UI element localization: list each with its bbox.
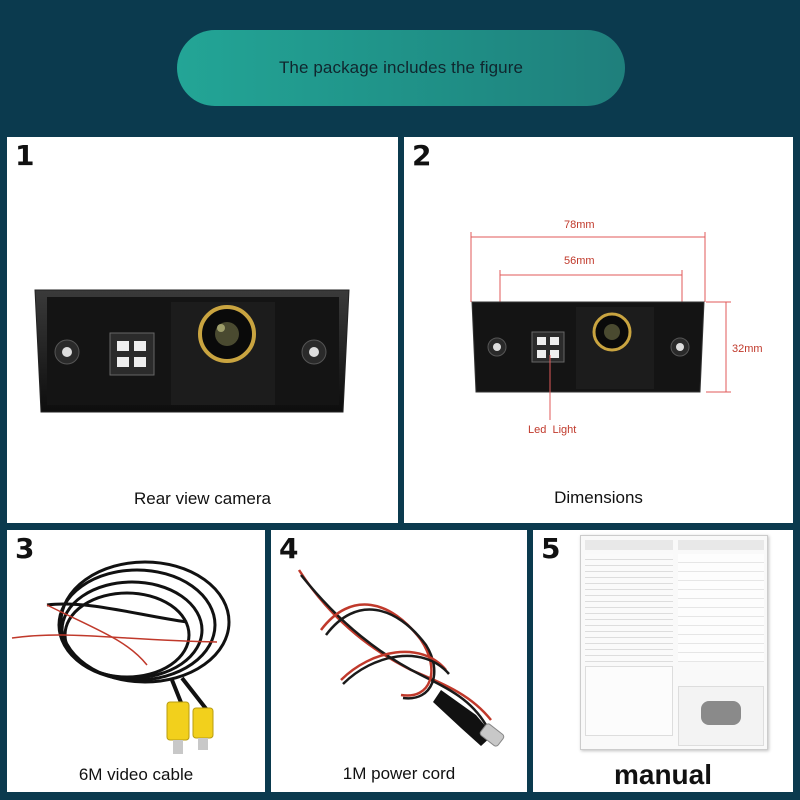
power-cord-image [297,569,505,747]
panel-dimensions: 78mm 56mm 32mm Led Light 2 Dimensions [404,137,793,523]
panel-caption: 6M video cable [78,765,194,784]
panel-caption: Rear view camera [134,489,271,508]
panel-number: 4 [279,532,299,565]
panel-caption: manual [613,759,713,790]
dimension-diagram [470,232,731,420]
led-light-label: Led Light [528,424,577,436]
panel-video-cable: 3 6M video cable [7,530,265,792]
panel-number: 5 [541,532,561,565]
hole-spacing-label: 56mm [564,255,595,267]
total-width-label: 78mm [564,219,595,231]
panel-power-cord: 4 1M power cord [271,530,527,792]
banner-text: The package includes the figure [278,58,524,77]
panel-number: 3 [15,532,35,565]
header-banner: The package includes the figure [177,30,625,106]
panel-manual: 5 manual [533,530,793,792]
panel-number: 2 [412,139,432,172]
panel-caption: 1M power cord [342,764,456,783]
panel-number: 1 [15,139,35,172]
video-cable-image [11,560,231,754]
panel-rear-view-camera: 1 Rear view camera [7,137,398,523]
camera-image [34,289,350,413]
manual-document-image [580,535,768,750]
panel-caption: Dimensions [554,488,643,507]
height-label: 32mm [732,343,763,355]
